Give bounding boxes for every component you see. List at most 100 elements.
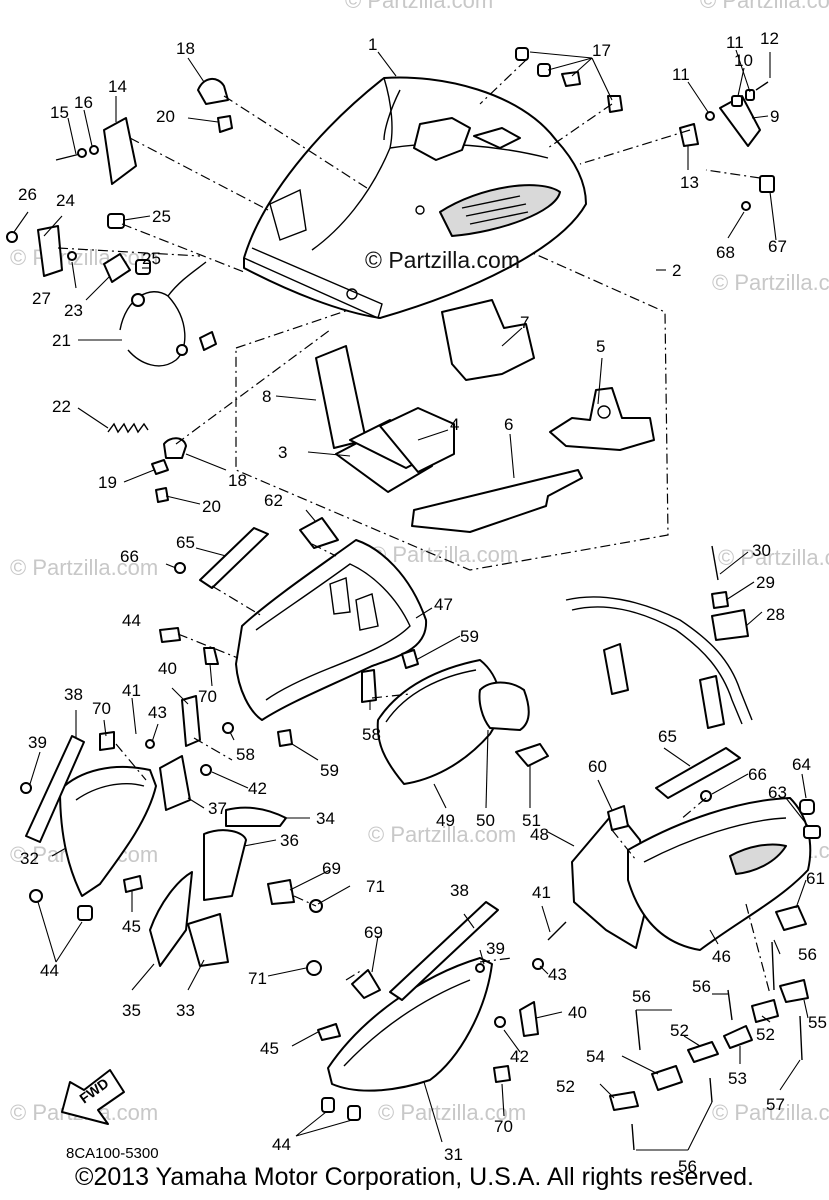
callout-18: 18	[176, 39, 195, 58]
callout-47: 47	[434, 595, 453, 614]
callout-69: 69	[364, 923, 383, 942]
callout-18: 18	[228, 471, 247, 490]
callout-39: 39	[28, 733, 47, 752]
callout-22: 22	[52, 397, 71, 416]
callout-42: 42	[248, 779, 267, 798]
callout-50: 50	[476, 811, 495, 830]
copyright-notice: ©2013 Yamaha Motor Corporation, U.S.A. A…	[75, 1163, 754, 1191]
callout-49: 49	[436, 811, 455, 830]
callout-25: 25	[142, 249, 161, 268]
callout-35: 35	[122, 1001, 141, 1020]
callout-23: 23	[64, 301, 83, 320]
callout-52: 52	[756, 1025, 775, 1044]
callout-24: 24	[56, 191, 75, 210]
callout-56: 56	[798, 945, 817, 964]
callout-66: 66	[120, 547, 139, 566]
callout-25: 25	[152, 207, 171, 226]
callout-30: 30	[752, 541, 771, 560]
callout-69: 69	[322, 859, 341, 878]
callout-27: 27	[32, 289, 51, 308]
callout-70: 70	[198, 687, 217, 706]
callout-11: 11	[726, 33, 744, 52]
callout-38: 38	[450, 881, 469, 900]
callout-4: 4	[450, 415, 459, 434]
watermark: © Partzilla.com	[718, 545, 829, 570]
callout-59: 59	[320, 761, 339, 780]
callout-48: 48	[530, 825, 549, 844]
callout-32: 32	[20, 849, 39, 868]
callout-21: 21	[52, 331, 71, 350]
callout-8: 8	[262, 387, 271, 406]
kit-foam-pieces	[315, 299, 655, 533]
callout-56: 56	[678, 1157, 697, 1176]
callout-29: 29	[756, 573, 775, 592]
upper-strips	[159, 517, 419, 703]
callout-44: 44	[272, 1135, 291, 1154]
top-hardware	[6, 47, 623, 503]
callout-52: 52	[670, 1021, 689, 1040]
callout-55: 55	[808, 1013, 827, 1032]
callout-56: 56	[692, 977, 711, 996]
callout-1: 1	[368, 35, 377, 54]
callout-33: 33	[176, 1001, 195, 1020]
callout-20: 20	[156, 107, 175, 126]
callout-16: 16	[74, 93, 93, 112]
watermark: © Partzilla.com	[378, 1100, 526, 1125]
callout-36: 36	[280, 831, 299, 850]
callout-11: 11	[672, 65, 690, 84]
callout-40: 40	[158, 659, 177, 678]
watermark: © Partzilla.com	[712, 1100, 829, 1125]
callout-71: 71	[366, 877, 385, 896]
drawing-code: 8CA100-5300	[66, 1145, 159, 1162]
left-side-panel	[20, 695, 323, 967]
callout-54: 54	[586, 1047, 605, 1066]
callout-40: 40	[568, 1003, 587, 1022]
hood-part-1	[243, 76, 587, 319]
callout-37: 37	[208, 799, 227, 818]
callout-44: 44	[122, 611, 141, 630]
callout-31: 31	[444, 1145, 463, 1164]
callout-39: 39	[486, 939, 505, 958]
callout-28: 28	[766, 605, 785, 624]
lower-center-panel	[306, 901, 567, 1121]
callout-34: 34	[316, 809, 335, 828]
callout-70: 70	[92, 699, 111, 718]
callout-59: 59	[460, 627, 479, 646]
callout-2: 2	[672, 261, 681, 280]
lower-right-panels	[571, 747, 821, 951]
callout-7: 7	[520, 313, 529, 332]
callouts: 1 2 3 4 5 6 7 8 9 10 11 11 12 13 14 15 1…	[13, 29, 827, 1176]
callout-3: 3	[278, 443, 287, 462]
assembly-lines	[57, 59, 771, 995]
callout-41: 41	[532, 883, 551, 902]
watermark: © Partzilla.com	[370, 542, 518, 567]
callout-6: 6	[504, 415, 513, 434]
seals-49-50-51	[376, 659, 549, 785]
callout-13: 13	[680, 173, 699, 192]
callout-14: 14	[108, 77, 127, 96]
callout-63: 63	[768, 783, 787, 802]
callout-58: 58	[362, 725, 381, 744]
callout-70: 70	[494, 1117, 513, 1136]
bottom-right-fasteners	[609, 941, 809, 1151]
inner-panel-part-47	[235, 539, 428, 721]
callout-52: 52	[556, 1077, 575, 1096]
callout-9: 9	[770, 107, 779, 126]
frame-bracket	[565, 545, 753, 729]
watermark: © Partzilla.com	[10, 555, 158, 580]
callout-10: 10	[734, 51, 753, 70]
callout-57: 57	[766, 1095, 785, 1114]
watermark: © Partzilla.com	[700, 0, 829, 13]
callout-45: 45	[122, 917, 141, 936]
callout-67: 67	[768, 237, 787, 256]
callout-53: 53	[728, 1069, 747, 1088]
callout-58: 58	[236, 745, 255, 764]
watermark: © Partzilla.com	[345, 0, 493, 13]
callout-15: 15	[50, 103, 69, 122]
callout-45: 45	[260, 1039, 279, 1058]
callout-41: 41	[122, 681, 141, 700]
callout-64: 64	[792, 755, 811, 774]
callout-68: 68	[716, 243, 735, 262]
callout-62: 62	[264, 491, 283, 510]
